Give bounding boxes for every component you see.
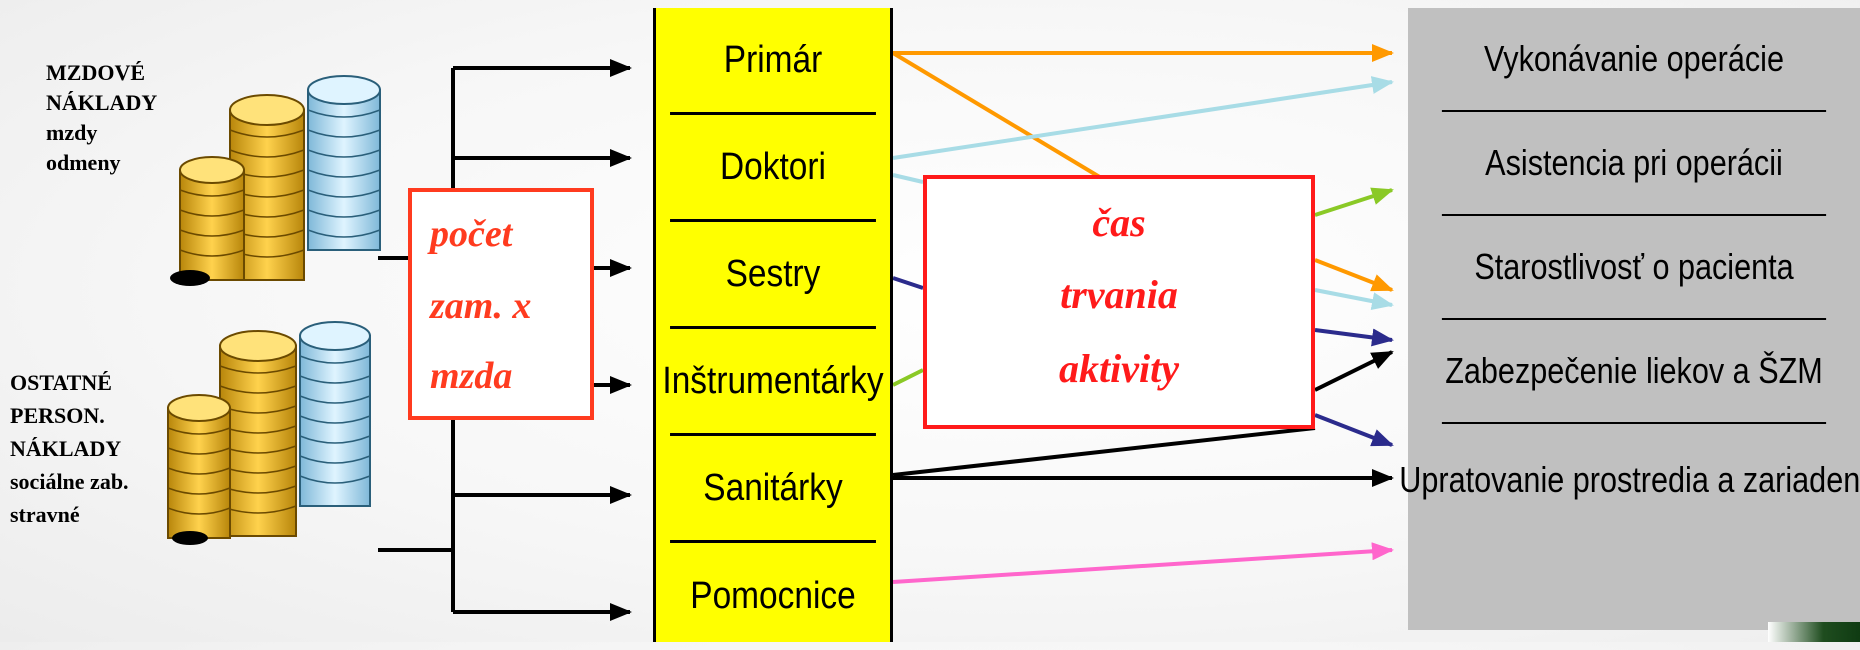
- formula-box: počet zam. x mzda: [408, 188, 594, 420]
- formula-line: mzda: [430, 355, 513, 397]
- role-sestry: Sestry: [670, 222, 876, 329]
- duration-line: trvania: [1060, 272, 1178, 317]
- label-line: OSTATNÉ: [10, 370, 112, 395]
- activity-patient-care: Starostlivosť o pacienta: [1441, 216, 1827, 320]
- role-sanitarky: Sanitárky: [670, 436, 876, 543]
- label-line: MZDOVÉ: [46, 60, 145, 85]
- coin-stack-icon: [167, 321, 371, 545]
- coin-stack-icon: [170, 75, 381, 286]
- activity-operation: Vykonávanie operácie: [1441, 8, 1827, 112]
- activity-medication-supply: Zabezpečenie liekov a ŠZM: [1441, 320, 1827, 424]
- label-line: NÁKLADY: [10, 436, 122, 461]
- label-line: NÁKLADY: [46, 90, 158, 115]
- role-primar: Primár: [670, 8, 876, 115]
- activity-assistance: Asistencia pri operácii: [1441, 112, 1827, 216]
- label-line: odmeny: [46, 150, 121, 175]
- duration-line: aktivity: [1059, 346, 1179, 391]
- corner-decoration: [1768, 622, 1860, 642]
- formula-line: zam. x: [430, 285, 532, 327]
- wage-costs-label: MZDOVÉ NÁKLADY mzdy odmeny: [46, 58, 157, 178]
- role-instrumentarky: Inštrumentárky: [662, 329, 884, 436]
- formula-line: počet: [430, 213, 513, 255]
- label-line: PERSON.: [10, 403, 105, 428]
- activity-cleaning: Upratovanie prostredia a zariadení: [1399, 459, 1860, 500]
- label-line: mzdy: [46, 120, 98, 145]
- duration-line: čas: [1092, 200, 1146, 245]
- activities-column: Vykonávanie operácie Asistencia pri oper…: [1399, 8, 1860, 630]
- role-pomocnice: Pomocnice: [690, 575, 856, 617]
- activity-duration-box: čas trvania aktivity: [923, 175, 1315, 429]
- label-line: stravné: [10, 502, 80, 527]
- roles-column: Primár Doktori Sestry Inštrumentárky San…: [653, 8, 893, 642]
- label-line: sociálne zab.: [10, 469, 129, 494]
- other-personnel-costs-label: OSTATNÉ PERSON. NÁKLADY sociálne zab. st…: [10, 366, 129, 531]
- role-doktori: Doktori: [670, 115, 876, 222]
